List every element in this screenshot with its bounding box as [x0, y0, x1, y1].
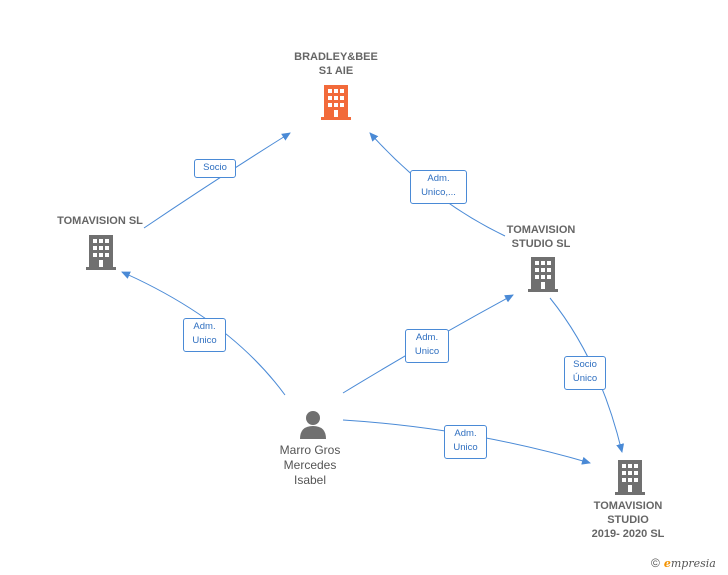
node-label-tomavision-sl: TOMAVISION SL [57, 215, 143, 227]
person-icon [300, 411, 326, 439]
edge-label-socio-unico: Socio Único [564, 356, 606, 390]
building-icon [615, 460, 645, 495]
node-label-person: Marro Gros Mercedes Isabel [279, 443, 341, 487]
node-label-tomavision-studio: TOMAVISION STUDIO SL [506, 224, 576, 250]
edge-label-adm-unico-multi: Adm. Unico,... [410, 170, 467, 204]
edge-label-adm-unico-left: Adm. Unico [183, 318, 226, 352]
node-label-bradley: BRADLEY&BEE S1 AIE [294, 51, 378, 77]
edge-label-adm-unico-bottom: Adm. Unico [444, 425, 487, 459]
empresia-logo: empresia [663, 556, 716, 570]
building-icon [528, 257, 558, 292]
building-icon [321, 85, 351, 120]
edge-label-adm-unico-center: Adm. Unico [405, 329, 449, 363]
building-icon [86, 235, 116, 270]
edge-label-socio: Socio [194, 159, 236, 178]
footer-brand: © empresia [651, 556, 716, 570]
copyright-symbol: © [651, 556, 660, 570]
edge-socio [143, 132, 291, 229]
node-label-tomavision-2019: TOMAVISION STUDIO 2019- 2020 SL [591, 500, 665, 540]
